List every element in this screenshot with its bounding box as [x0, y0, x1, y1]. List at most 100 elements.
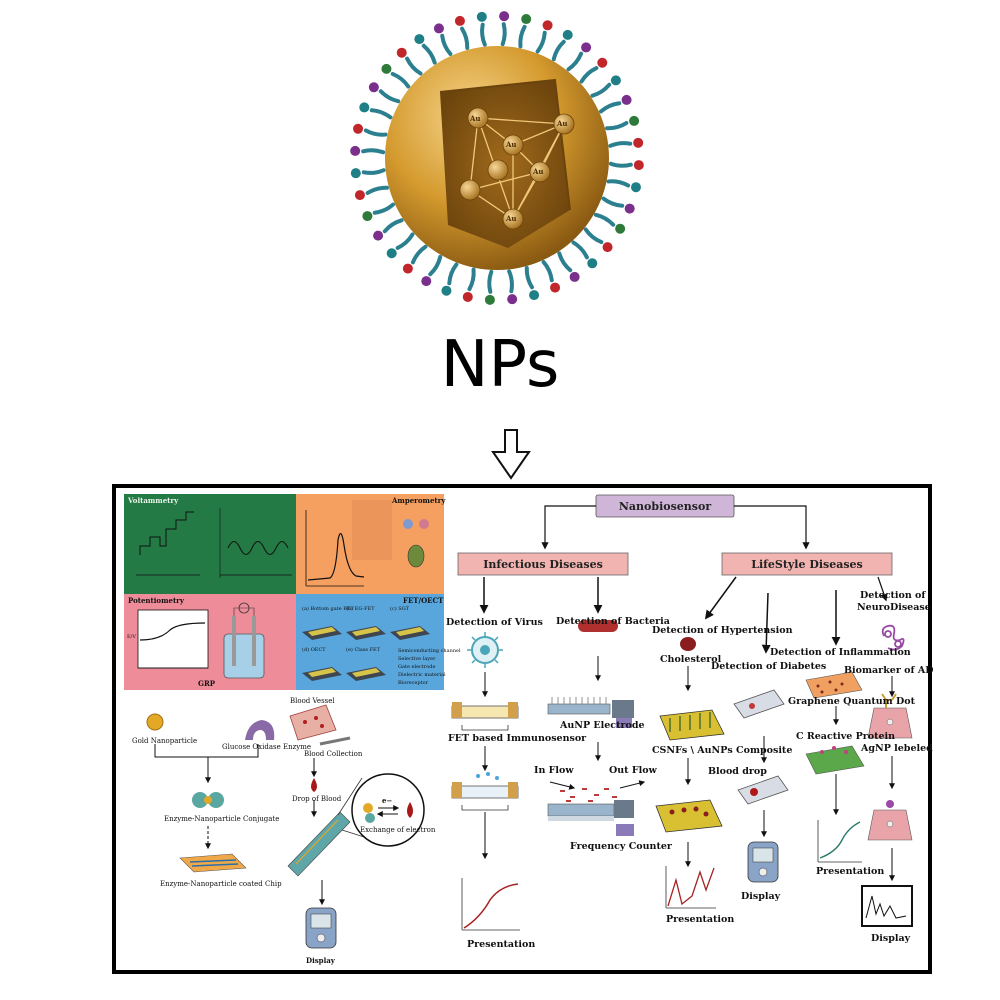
- ligand-head: [373, 231, 383, 241]
- crp-label: C Reactive Protein: [796, 731, 895, 742]
- lifestyle-label: LifeStyle Diseases: [722, 553, 892, 575]
- presentation-label-1: Presentation: [467, 939, 535, 950]
- virus-label: Detection of Virus: [446, 617, 543, 628]
- gold-atom: [488, 160, 508, 180]
- ligand-head: [381, 64, 391, 74]
- atom-label: Au: [506, 215, 517, 223]
- csnfs-label: CSNFs \ AuNPs Composite: [652, 745, 792, 756]
- ligand-chain: [509, 271, 512, 291]
- fet-item-d: (d) OECT: [302, 647, 326, 653]
- ligand-chain: [364, 170, 384, 173]
- grp-label: GRP: [198, 680, 215, 688]
- ligand-chain: [596, 215, 613, 225]
- ligand-head: [434, 23, 444, 33]
- atom-label: Au: [506, 141, 517, 149]
- flow-particle: [604, 788, 609, 790]
- ligand-head: [421, 276, 431, 286]
- fet-legend-1: Selective layer: [398, 656, 435, 662]
- flow-particle: [582, 788, 587, 790]
- flow-particle: [594, 794, 599, 796]
- ligand-chain: [449, 265, 456, 284]
- out-flow-label: Out Flow: [609, 765, 657, 776]
- ligand-chain: [520, 27, 524, 47]
- chip-label: Enzyme-Nanoparticle coated Chip: [160, 880, 282, 888]
- fet-oect-title: FET/OECT: [403, 597, 443, 605]
- conjugate-label: Enzyme-Nanoparticle Conjugate: [164, 815, 279, 823]
- ligand-head: [403, 264, 413, 274]
- glucometer-2-icon: [748, 842, 778, 882]
- ligand-chain: [527, 268, 532, 287]
- ligand-head: [485, 295, 495, 305]
- diabetes-label: Detection of Diabetes: [711, 661, 826, 672]
- ligand-chain: [482, 25, 485, 45]
- ligand-chain: [368, 188, 387, 193]
- flow-particle: [570, 796, 575, 798]
- ligand-chain: [592, 85, 609, 96]
- atom-label: Au: [470, 115, 481, 123]
- ligand-head: [615, 224, 625, 234]
- exchange-label: Exchange of electron: [360, 826, 435, 834]
- neuro-label-1: Detection of: [860, 590, 925, 601]
- gold-atom: [460, 180, 480, 200]
- ligand-chain: [554, 42, 564, 59]
- ligand-chain: [609, 181, 629, 185]
- display-label-3: Display: [871, 933, 910, 944]
- fet-sensor-label: FET based Immunosensor: [448, 733, 586, 744]
- ligand-head: [603, 242, 613, 252]
- ligand-chain: [573, 243, 586, 258]
- glucose-oxidase-label: Glucose Oxidase Enzyme: [222, 743, 311, 751]
- flow-particle: [566, 800, 571, 802]
- ligand-chain: [544, 262, 552, 280]
- ligand-chain: [601, 103, 619, 111]
- ligand-head: [587, 258, 597, 268]
- ligand-head: [353, 124, 363, 134]
- ligand-head: [362, 211, 372, 221]
- ligand-chain: [469, 270, 473, 290]
- ligand-head: [625, 204, 635, 214]
- ligand-chain: [611, 164, 631, 166]
- electron-label: e−: [382, 797, 392, 805]
- gqd-label: Graphene Quantum Dot: [788, 696, 915, 707]
- ligand-head: [629, 116, 639, 126]
- ligand-chain: [413, 247, 426, 263]
- glucometer-icon: [306, 908, 336, 948]
- display-label-2: Display: [741, 891, 780, 902]
- ligand-chain: [538, 33, 545, 52]
- infectious-label: Infectious Diseases: [458, 553, 628, 575]
- ligand-head: [499, 11, 509, 21]
- ligand-head: [455, 16, 465, 26]
- ligand-head: [631, 182, 641, 192]
- freq-counter-label: Frequency Counter: [570, 841, 672, 852]
- display-label-1: Display: [306, 957, 335, 965]
- ligand-chain: [610, 143, 630, 146]
- ligand-chain: [407, 59, 420, 74]
- ligand-head: [611, 75, 621, 85]
- gold-np-label: Gold Nanoparticle: [132, 737, 197, 745]
- drop-of-blood-label: Drop of Blood: [292, 795, 341, 803]
- presentation-label-3: Presentation: [816, 866, 884, 877]
- ligand-head: [633, 138, 643, 148]
- ligand-head: [529, 290, 539, 300]
- ligand-chain: [375, 205, 393, 213]
- in-flow-label: In Flow: [534, 765, 574, 776]
- flow-particle: [588, 800, 593, 802]
- ligand-chain: [489, 272, 491, 292]
- ligand-chain: [398, 234, 413, 247]
- ligand-head: [550, 283, 560, 293]
- electron-exchange-magnifier: [352, 774, 424, 846]
- ligand-chain: [442, 36, 450, 54]
- ligand-chain: [559, 253, 570, 270]
- potentiometry-title: Potentiometry: [128, 597, 184, 605]
- virus-icon: [467, 632, 503, 668]
- ligand-head: [507, 294, 517, 304]
- nanobiosensor-label: Nanobiosensor: [596, 495, 734, 517]
- ligand-head: [350, 146, 360, 156]
- ligand-chain: [381, 91, 398, 101]
- ligand-chain: [366, 130, 386, 134]
- inflammation-label: Detection of Inflammation: [770, 647, 911, 658]
- ligand-chain: [462, 29, 467, 48]
- ligand-chain: [604, 199, 623, 206]
- ligand-chain: [372, 110, 391, 117]
- voltammetry-title: Voltammetry: [128, 497, 178, 505]
